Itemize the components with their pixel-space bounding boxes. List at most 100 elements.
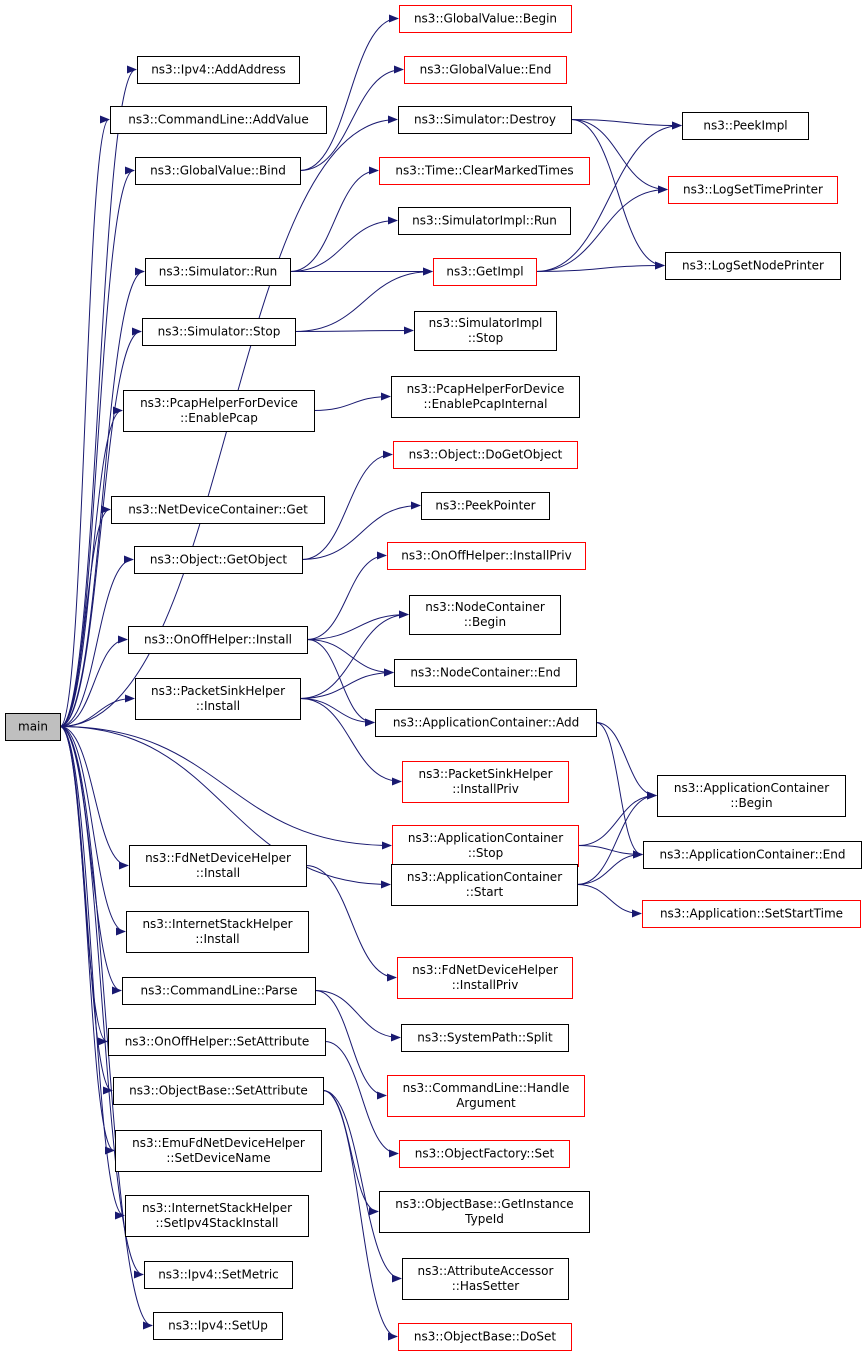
node-time-clearmarkedtimes[interactable]: ns3::Time::ClearMarkedTimes: [379, 157, 590, 185]
node-label: ns3::NetDeviceContainer::Get: [128, 503, 308, 517]
node-label: ::Begin: [730, 796, 772, 810]
edge-appcontainer_start-to-appcontainer_end: [576, 850, 643, 885]
edge-cmdline_parse-to-systempath_split: [314, 990, 401, 1042]
node-box: [402, 761, 569, 803]
node-simulator-destroy[interactable]: ns3::Simulator::Destroy: [398, 106, 572, 134]
node-box: [111, 496, 325, 524]
node-label: ::InstallPriv: [452, 782, 519, 796]
edge-objectbase_setattribute-to-objectbase_doset: [322, 1090, 398, 1341]
node-label: ns3::LogSetNodePrinter: [682, 259, 824, 273]
node-object-dogetobject[interactable]: ns3::Object::DoGetObject: [393, 441, 578, 469]
node-label: ::HasSetter: [452, 1279, 520, 1293]
node-label: ::EnablePcapInternal: [423, 397, 547, 411]
node-ipv4-setmetric[interactable]: ns3::Ipv4::SetMetric: [144, 1261, 293, 1289]
node-appcontainer-stop[interactable]: ns3::ApplicationContainer::Stop: [392, 825, 579, 867]
node-box: [392, 825, 579, 867]
node-appcontainer-add[interactable]: ns3::ApplicationContainer::Add: [375, 709, 597, 737]
node-globalvalue-bind[interactable]: ns3::GlobalValue::Bind: [135, 157, 301, 185]
node-label: ns3::ApplicationContainer: [674, 781, 829, 795]
node-label: ns3::Ipv4::AddAddress: [151, 63, 286, 77]
node-label: ns3::NodeContainer::End: [410, 666, 560, 680]
node-object-getobject[interactable]: ns3::Object::GetObject: [134, 546, 303, 574]
node-objectbase-setattribute[interactable]: ns3::ObjectBase::SetAttribute: [113, 1077, 324, 1105]
node-label: ns3::ObjectBase::SetAttribute: [129, 1084, 308, 1098]
node-peekpointer[interactable]: ns3::PeekPointer: [421, 492, 550, 520]
node-simulatorimpl-run[interactable]: ns3::SimulatorImpl::Run: [398, 207, 571, 235]
edge-appcontainer_add-to-appcontainer_begin: [595, 722, 657, 800]
node-simulatorimpl-stop[interactable]: ns3::SimulatorImpl::Stop: [414, 311, 557, 351]
node-appcontainer-end[interactable]: ns3::ApplicationContainer::End: [643, 841, 862, 869]
node-fdnetdevicehelper-install[interactable]: ns3::FdNetDeviceHelper::Install: [129, 845, 307, 887]
node-box: [115, 1130, 322, 1172]
edge-simulator_stop-to-simulatorimpl_stop: [294, 326, 414, 335]
edge-globalvalue_bind-to-globalvalue_begin: [299, 14, 399, 171]
node-globalvalue-begin[interactable]: ns3::GlobalValue::Begin: [399, 5, 572, 33]
edge-appcontainer_start-to-appcontainer_begin: [576, 791, 657, 885]
node-simulator-run[interactable]: ns3::Simulator::Run: [145, 258, 291, 286]
node-onoffhelper-setattribute[interactable]: ns3::OnOffHelper::SetAttribute: [108, 1028, 326, 1056]
node-cmdline-addvalue[interactable]: ns3::CommandLine::AddValue: [110, 106, 327, 134]
node-peekimpl[interactable]: ns3::PeekImpl: [682, 112, 809, 140]
node-pcaphelper-enablepcapinternal[interactable]: ns3::PcapHelperForDevice::EnablePcapInte…: [391, 376, 580, 418]
node-box: [145, 258, 291, 286]
node-systempath-split[interactable]: ns3::SystemPath::Split: [401, 1024, 569, 1052]
node-objectfactory-set[interactable]: ns3::ObjectFactory::Set: [399, 1140, 570, 1168]
node-nodecontainer-begin[interactable]: ns3::NodeContainer::Begin: [409, 595, 561, 635]
node-box: [5, 713, 61, 741]
node-label: ns3::ApplicationContainer::End: [660, 848, 846, 862]
node-nodecontainer-end[interactable]: ns3::NodeContainer::End: [394, 659, 577, 687]
edge-main-to-appcontainer_stop: [59, 726, 392, 850]
node-internetstackhelper-install[interactable]: ns3::InternetStackHelper::Install: [126, 911, 309, 953]
node-label: ns3::Simulator::Destroy: [414, 113, 556, 127]
node-logsettimeprinter[interactable]: ns3::LogSetTimePrinter: [668, 176, 838, 204]
edge-main-to-globalvalue_bind: [59, 166, 135, 727]
node-fdnetdevicehelper-installpriv[interactable]: ns3::FdNetDeviceHelper::InstallPriv: [397, 957, 573, 999]
node-main[interactable]: main: [5, 713, 61, 741]
node-objectbase-doset[interactable]: ns3::ObjectBase::DoSet: [398, 1323, 572, 1351]
node-label: ns3::SimulatorImpl: [429, 316, 543, 330]
node-label: ns3::ApplicationContainer: [407, 870, 562, 884]
node-cmdline-parse[interactable]: ns3::CommandLine::Parse: [122, 977, 316, 1005]
node-pcaphelper-enablepcap[interactable]: ns3::PcapHelperForDevice::EnablePcap: [123, 390, 315, 432]
node-emufdnetdevicehelper-setdevicename[interactable]: ns3::EmuFdNetDeviceHelper::SetDeviceName: [115, 1130, 322, 1172]
node-getimpl[interactable]: ns3::GetImpl: [433, 258, 537, 286]
node-attributeaccessor-hassetter[interactable]: ns3::AttributeAccessor::HasSetter: [402, 1258, 569, 1300]
node-application-setstarttime[interactable]: ns3::Application::SetStartTime: [642, 900, 861, 928]
node-label: ns3::Application::SetStartTime: [660, 907, 843, 921]
node-box: [421, 492, 550, 520]
edge-simulator_destroy-to-logsetnodeprinter: [570, 119, 665, 270]
node-logsetnodeprinter[interactable]: ns3::LogSetNodePrinter: [665, 252, 841, 280]
node-netdevicecontainer-get[interactable]: ns3::NetDeviceContainer::Get: [111, 496, 325, 524]
node-packetsinkhelper-install[interactable]: ns3::PacketSinkHelper::Install: [135, 678, 301, 720]
edge-fdnetdevicehelper_install-to-fdnetdevicehelper_installpriv: [305, 865, 397, 982]
node-ipv4-addaddress[interactable]: ns3::Ipv4::AddAddress: [137, 56, 300, 84]
node-simulator-stop[interactable]: ns3::Simulator::Stop: [142, 318, 296, 346]
edge-onoffhelper_install-to-appcontainer_add: [306, 639, 375, 727]
node-label: ns3::Object::GetObject: [150, 553, 288, 567]
node-label: ::Install: [196, 699, 240, 713]
edge-cmdline_parse-to-cmdline_handleargument: [314, 990, 387, 1100]
node-label: ns3::CommandLine::Handle: [403, 1081, 570, 1095]
edge-main-to-appcontainer_start: [59, 726, 391, 889]
node-onoffhelper-installpriv[interactable]: ns3::OnOffHelper::InstallPriv: [387, 542, 586, 570]
node-appcontainer-begin[interactable]: ns3::ApplicationContainer::Begin: [657, 775, 846, 817]
node-internetstackhelper-setipv4stackinstall[interactable]: ns3::InternetStackHelper::SetIpv4StackIn…: [125, 1195, 309, 1237]
node-globalvalue-end[interactable]: ns3::GlobalValue::End: [404, 56, 567, 84]
edge-main-to-simulator_stop: [59, 327, 142, 727]
node-appcontainer-start[interactable]: ns3::ApplicationContainer::Start: [391, 864, 578, 906]
node-label: ns3::PeekImpl: [703, 119, 787, 133]
edge-main-to-internetstackhelper_install: [59, 726, 126, 936]
edge-getimpl-to-logsettimeprinter: [535, 185, 668, 272]
node-label: ns3::GlobalValue::End: [420, 63, 552, 77]
node-packetsinkhelper-installpriv[interactable]: ns3::PacketSinkHelper::InstallPriv: [402, 761, 569, 803]
node-label: ns3::OnOffHelper::InstallPriv: [401, 549, 571, 563]
node-ipv4-setup[interactable]: ns3::Ipv4::SetUp: [153, 1312, 283, 1340]
edge-main-to-cmdline_addvalue: [59, 115, 110, 727]
node-onoffhelper-install[interactable]: ns3::OnOffHelper::Install: [128, 626, 308, 654]
edge-onoffhelper_setattribute-to-objectfactory_set: [324, 1041, 399, 1158]
node-label: ::Install: [195, 932, 239, 946]
edge-main-to-fdnetdevicehelper_install: [59, 726, 129, 870]
